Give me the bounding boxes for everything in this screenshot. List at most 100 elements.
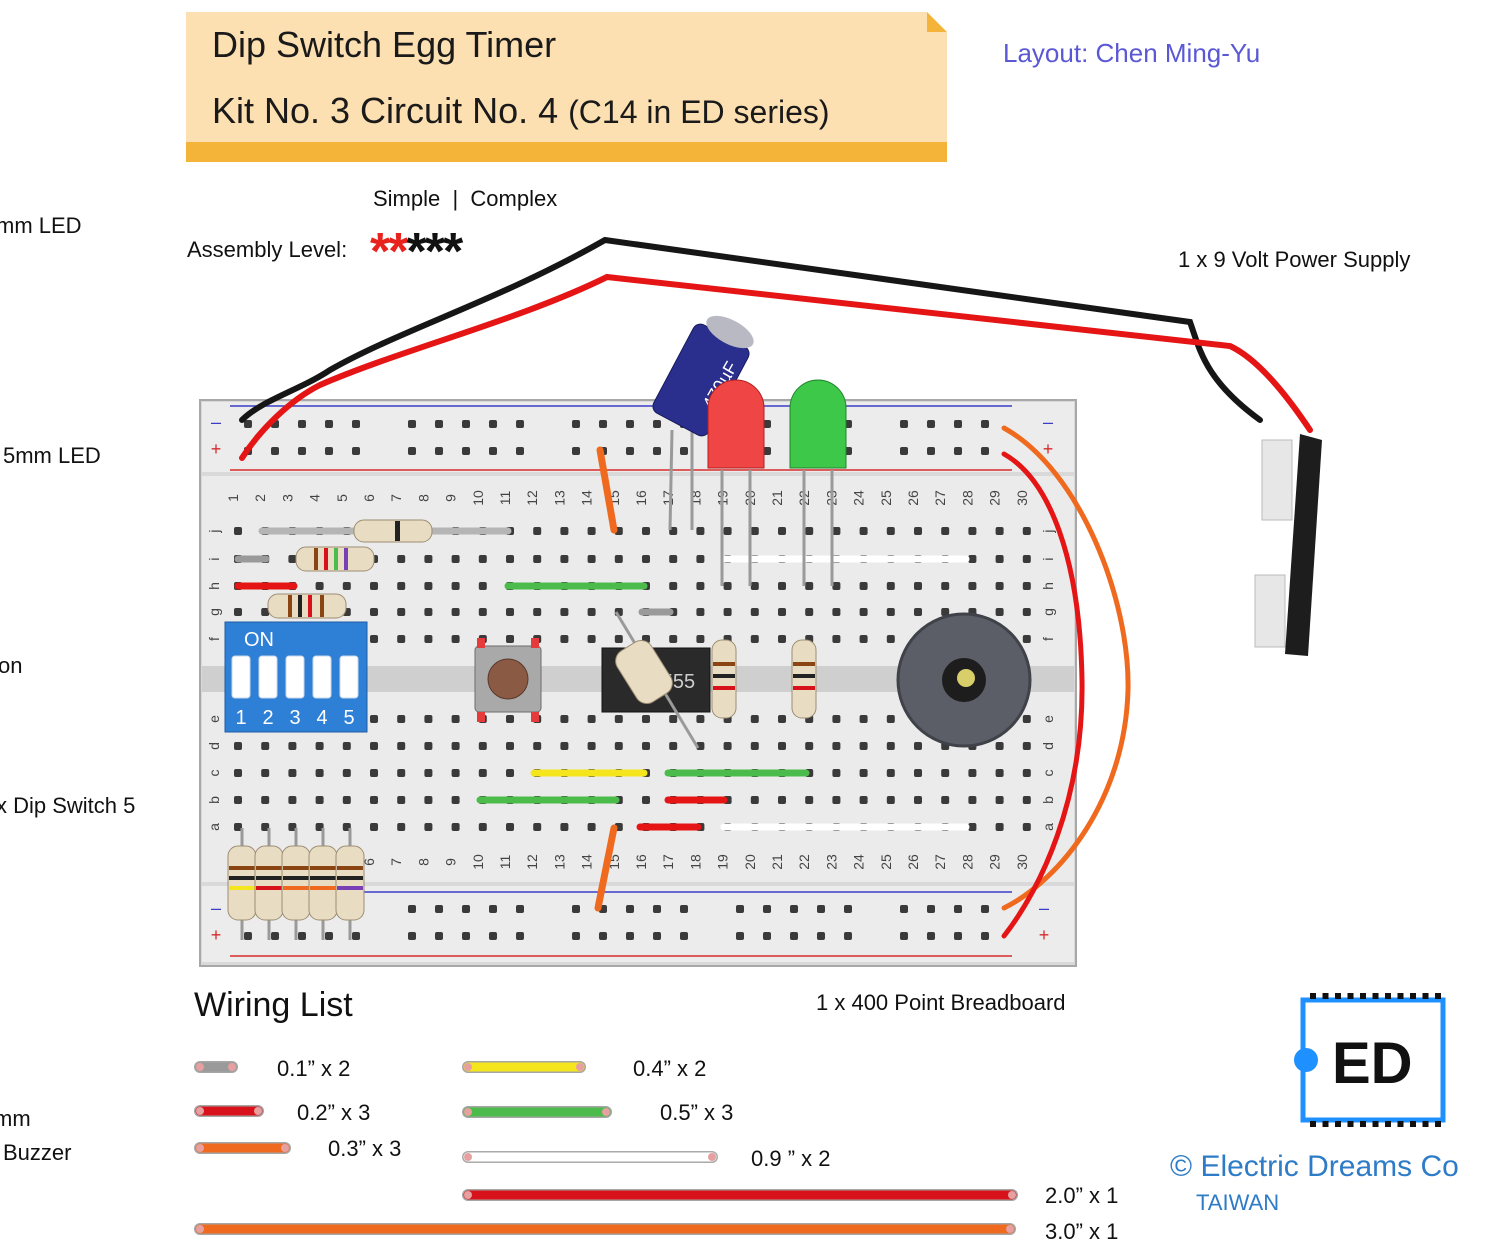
row-letter: c	[1040, 770, 1056, 777]
breadboard-hole	[914, 527, 922, 535]
breadboard-hole	[832, 527, 841, 535]
breadboard-hole	[478, 555, 487, 563]
rail-hole	[572, 932, 580, 940]
wire-label-30: 3.0” x 1	[1045, 1219, 1119, 1244]
breadboard-hole	[995, 555, 1004, 563]
breadboard-hole	[886, 608, 895, 616]
piezo-buzzer	[896, 612, 1032, 748]
breadboard-hole	[315, 796, 324, 804]
breadboard-hole	[451, 582, 460, 590]
breadboard-hole	[669, 555, 678, 563]
logo-pin	[1385, 993, 1391, 999]
breadboard-hole	[288, 769, 297, 777]
assembly-level-label: Assembly Level:	[187, 237, 348, 262]
breadboard-hole	[261, 769, 270, 777]
dip-switch-key	[339, 655, 359, 699]
rail-hole	[244, 420, 252, 428]
breadboard-hole	[1022, 715, 1031, 723]
wire-end	[1006, 1225, 1014, 1233]
column-number-bottom: 13	[551, 854, 567, 870]
dip-switch-key	[258, 655, 278, 699]
assembly-level-stars: *****	[370, 222, 463, 282]
breadboard-hole	[451, 608, 460, 616]
breadboard-hole	[397, 715, 406, 723]
breadboard-hole	[451, 769, 460, 777]
rail-hole	[927, 905, 935, 913]
rail-hole	[680, 905, 688, 913]
breadboard-hole	[424, 823, 433, 831]
column-number-bottom: 19	[715, 854, 731, 870]
breadboard-hole	[669, 715, 678, 723]
rail-hole	[462, 905, 470, 913]
rail-hole	[489, 905, 497, 913]
wire-label-04: 0.4” x 2	[633, 1056, 707, 1081]
breadboard-hole	[832, 715, 841, 723]
assembly-star: *	[388, 223, 408, 281]
rail-hole	[244, 932, 252, 940]
breadboard-hole	[642, 555, 650, 563]
column-number-top: 14	[579, 490, 595, 506]
column-number-bottom: 9	[443, 858, 459, 866]
title-card: Dip Switch Egg Timer Kit No. 3 Circuit N…	[186, 12, 947, 162]
side-label-buzzer-size: mm	[0, 1106, 31, 1131]
breadboard-hole	[995, 823, 1004, 831]
column-number-bottom: 18	[687, 854, 703, 870]
breadboard-hole	[560, 555, 569, 563]
resistor-angled	[614, 611, 700, 749]
side-label-dip-switch: x Dip Switch 5	[0, 793, 136, 818]
breadboard-hole	[914, 769, 922, 777]
jumper-3in-orange	[1001, 425, 1131, 911]
rail-hole	[352, 447, 360, 455]
logo-pin	[1360, 1121, 1366, 1127]
side-label-button: on	[0, 653, 23, 678]
breadboard-hole	[397, 635, 406, 643]
rail-hole	[954, 932, 962, 940]
breadboard-hole	[560, 527, 569, 535]
breadboard-hole	[533, 527, 542, 535]
logo-pin	[1410, 1121, 1416, 1127]
row-letter: j	[206, 529, 222, 533]
rail-hole	[435, 932, 443, 940]
rail-hole	[516, 447, 524, 455]
breadboard-hole	[587, 742, 596, 750]
wire-label-01: 0.1” x 2	[277, 1056, 351, 1081]
rail-hole	[817, 932, 825, 940]
breadboard-hole	[750, 582, 759, 590]
rail-hole	[462, 447, 470, 455]
column-number-top: 30	[1014, 490, 1030, 506]
breadboard-hole	[696, 555, 705, 563]
rail-hole	[489, 932, 497, 940]
column-number-top: 16	[633, 490, 649, 506]
title-card-fold	[927, 12, 947, 32]
rail-hole	[626, 447, 634, 455]
country: TAIWAN	[1196, 1190, 1280, 1215]
column-number-bottom: 11	[497, 855, 513, 870]
row-letter: b	[206, 796, 222, 804]
breadboard-hole	[886, 796, 895, 804]
breadboard-hole	[941, 582, 950, 590]
logo-pin	[1397, 1121, 1404, 1127]
rail-sign: +	[211, 925, 222, 945]
column-number-bottom: 20	[742, 854, 758, 870]
breadboard-hole	[234, 742, 242, 750]
breadboard-hole	[315, 742, 324, 750]
breadboard-hole	[451, 796, 460, 804]
breadboard-hole	[533, 555, 542, 563]
rail-hole	[298, 420, 306, 428]
breadboard-hole	[750, 715, 759, 723]
breadboard-hole	[614, 715, 623, 723]
breadboard-hole	[397, 555, 406, 563]
row-letter: e	[1040, 715, 1056, 723]
column-number-top: 9	[443, 494, 459, 502]
breadboard-hole	[669, 635, 678, 643]
wire-end	[464, 1108, 472, 1116]
logo-pin	[1322, 1121, 1329, 1127]
breadboard-hole	[914, 608, 922, 616]
breadboard-hole	[397, 823, 406, 831]
breadboard-hole	[778, 635, 786, 643]
breadboard-hole	[1022, 527, 1031, 535]
side-label-buzzer: Buzzer	[3, 1140, 72, 1165]
rail-hole	[981, 420, 989, 428]
breadboard-hole	[886, 582, 895, 590]
rail-hole	[489, 447, 497, 455]
